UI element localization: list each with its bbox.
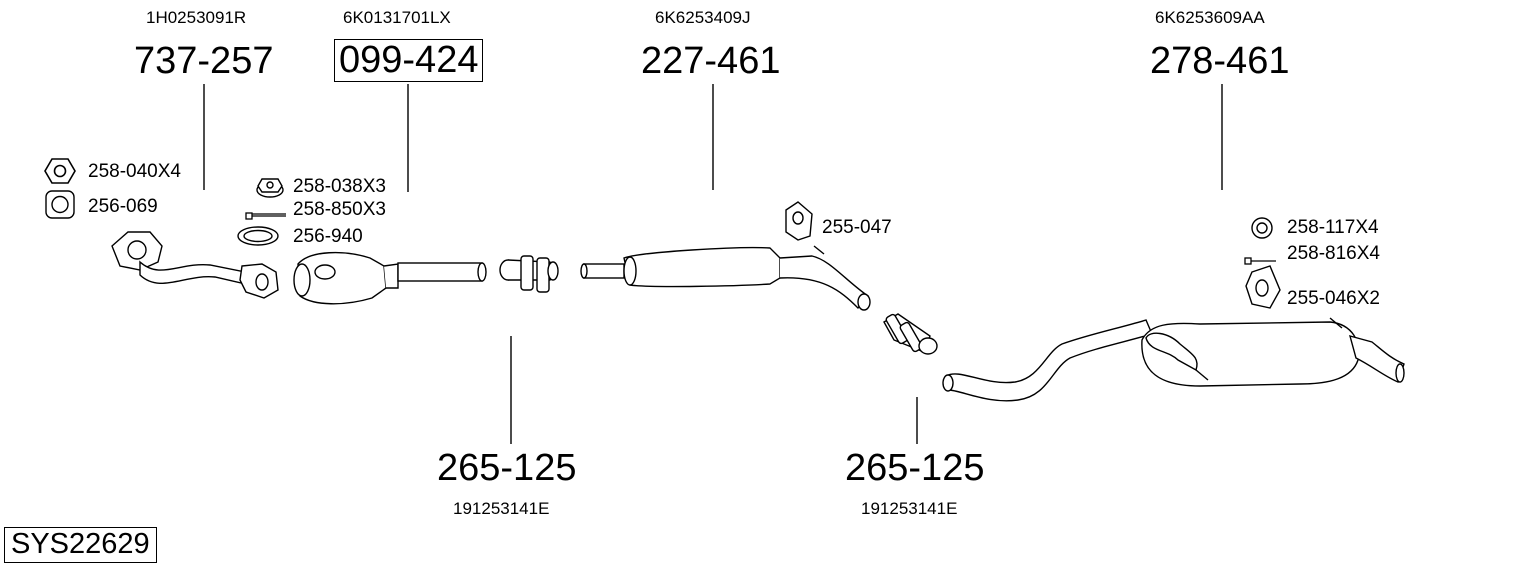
part-number-rear-silencer[interactable]: 278-461 <box>1150 40 1290 82</box>
accessory-nut-2[interactable]: 258-038X3 <box>293 176 386 197</box>
ring-gasket-icon <box>237 226 279 246</box>
part-number-clamp-1[interactable]: 265-125 <box>437 447 577 489</box>
rear-silencer-shape <box>942 317 1405 402</box>
oem-number-catalyst: 6K0131701LX <box>343 8 451 27</box>
hex-nut-icon <box>44 158 76 184</box>
part-number-clamp-2[interactable]: 265-125 <box>845 447 985 489</box>
accessory-hanger-1[interactable]: 255-047 <box>822 217 892 238</box>
washer-icon <box>1251 217 1273 239</box>
oem-number-rear-silencer: 6K6253609AA <box>1155 8 1265 27</box>
part-number-middle-silencer[interactable]: 227-461 <box>641 40 781 82</box>
bolt-icon <box>245 212 286 220</box>
oem-number-front-pipe: 1H0253091R <box>146 8 247 27</box>
system-id-badge: SYS22629 <box>4 527 157 563</box>
oem-number-clamp-1: 191253141E <box>453 499 550 518</box>
catalyst-shape <box>293 251 487 305</box>
pipe-clamp-icon-2 <box>883 313 938 355</box>
accessory-hanger-2[interactable]: 255-046X2 <box>1287 288 1380 309</box>
accessory-washer[interactable]: 258-117X4 <box>1287 217 1379 238</box>
bolt-icon-2 <box>1244 257 1276 265</box>
oem-number-clamp-2: 191253141E <box>861 499 958 518</box>
accessory-gasket-1[interactable]: 256-069 <box>88 196 158 217</box>
square-gasket-icon <box>45 190 75 219</box>
accessory-ring-gasket[interactable]: 256-940 <box>293 226 363 247</box>
rubber-hanger-icon <box>785 201 825 255</box>
accessory-nut-1[interactable]: 258-040X4 <box>88 161 181 182</box>
part-number-front-pipe[interactable]: 737-257 <box>134 40 274 82</box>
flange-nut-icon <box>256 178 284 198</box>
part-number-catalyst[interactable]: 099-424 <box>334 39 484 82</box>
rubber-hanger-icon-2 <box>1245 265 1281 309</box>
front-pipe-shape <box>111 231 279 299</box>
middle-silencer-shape <box>580 246 871 311</box>
accessory-bolt-2[interactable]: 258-816X4 <box>1287 243 1380 264</box>
accessory-bolt-1[interactable]: 258-850X3 <box>293 199 386 220</box>
pipe-clamp-icon <box>499 255 559 293</box>
oem-number-middle-silencer: 6K6253409J <box>655 8 751 27</box>
